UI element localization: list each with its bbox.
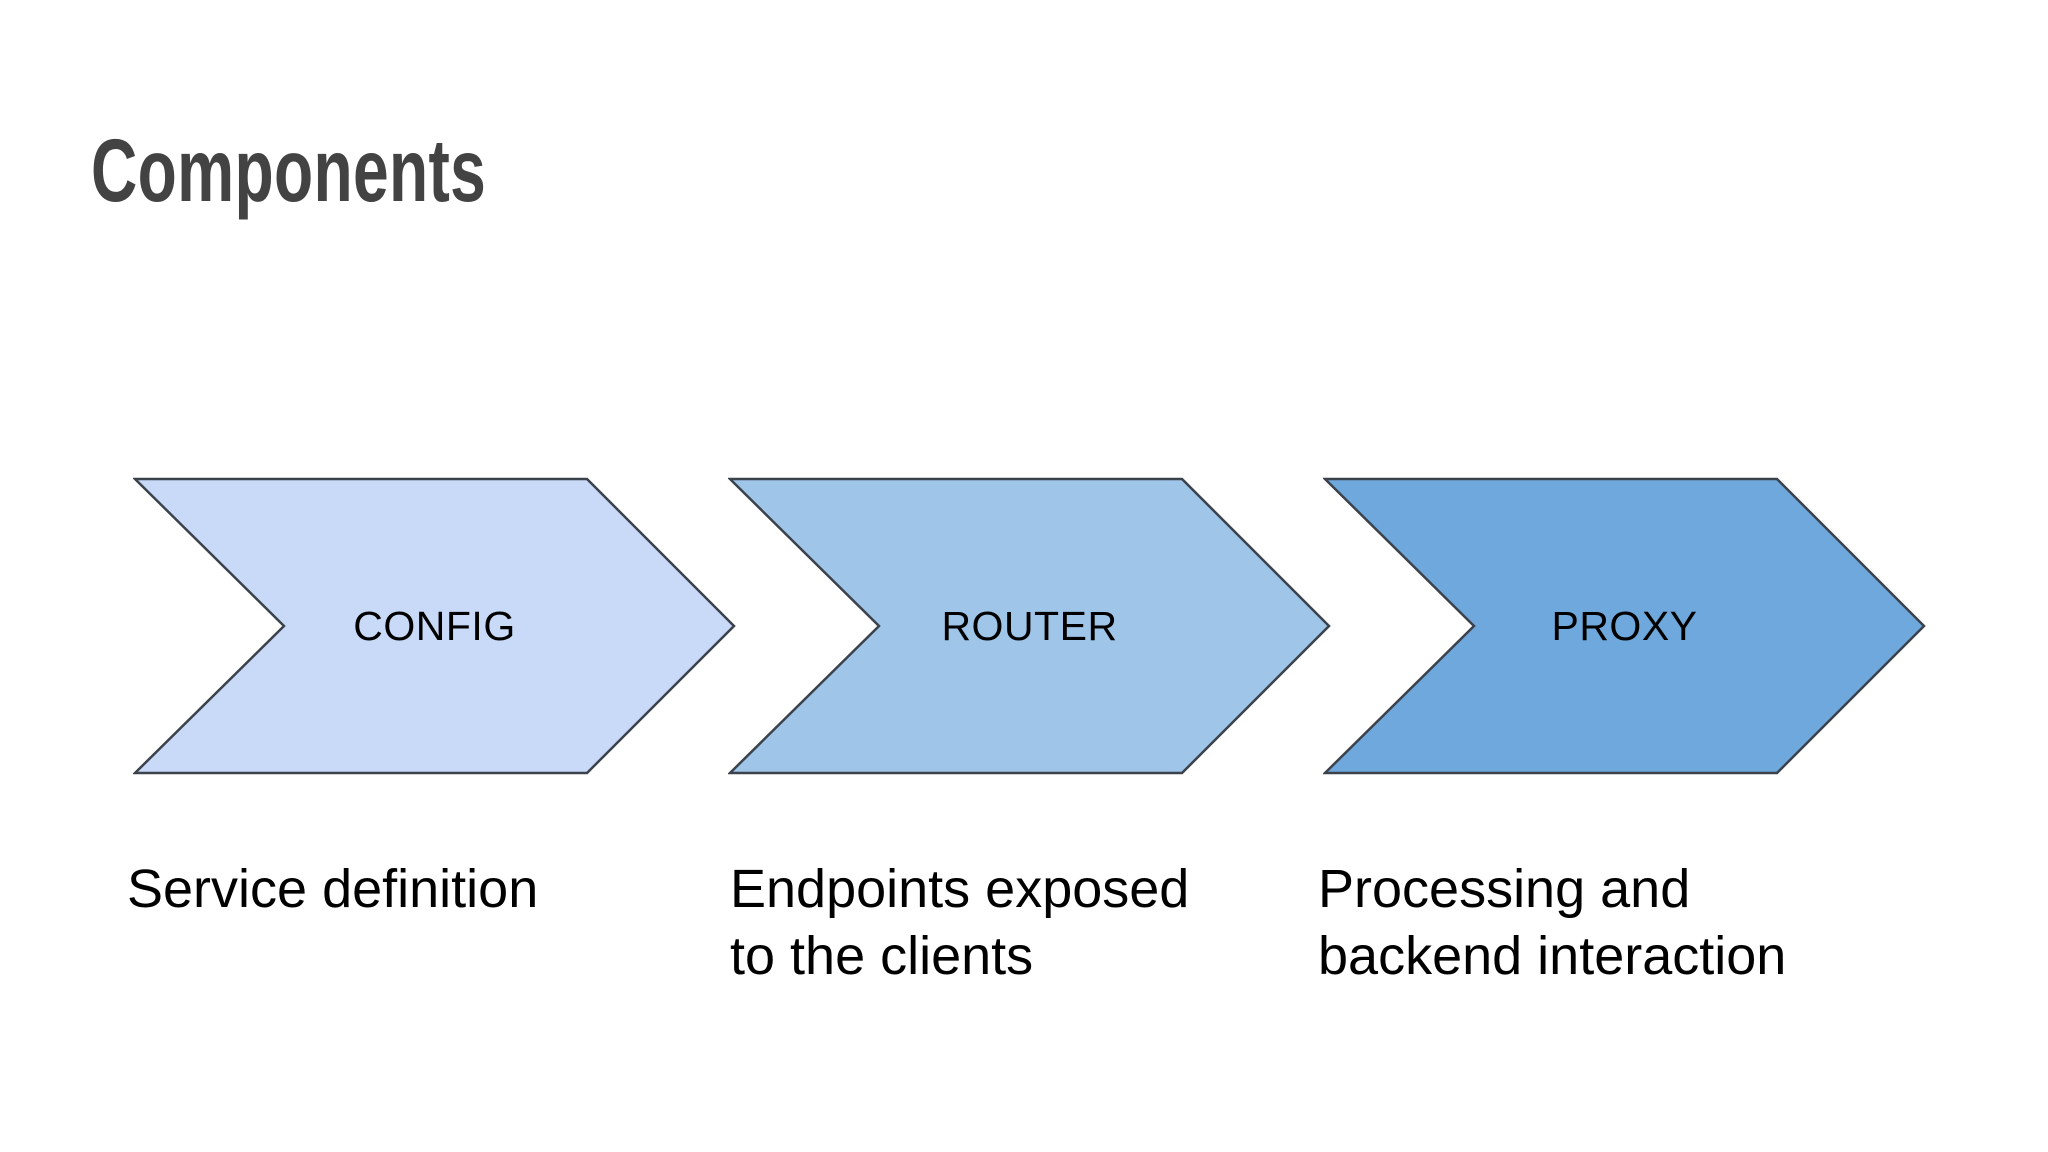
chevron-label-proxy: PROXY — [1551, 602, 1698, 649]
chevron-shape — [133, 477, 736, 775]
chevron-step-router[interactable]: ROUTER — [728, 477, 1331, 775]
chevron-polygon — [1323, 477, 1926, 775]
caption-proxy[interactable]: Processing and backend interaction — [1318, 859, 1787, 986]
caption-config[interactable]: Service definition — [127, 859, 539, 919]
chevron-polygon — [728, 477, 1331, 775]
caption-router[interactable]: Endpoints exposed to the clients — [730, 859, 1190, 986]
chevron-label-config: CONFIG — [353, 602, 516, 649]
chevron-label-router: ROUTER — [941, 602, 1118, 649]
chevron-polygon — [133, 477, 736, 775]
chevron-shape — [728, 477, 1331, 775]
chevron-step-proxy[interactable]: PROXY — [1323, 477, 1926, 775]
slide-title[interactable]: Components — [91, 120, 487, 220]
chevron-shape — [1323, 477, 1926, 775]
chevron-step-config[interactable]: CONFIG — [133, 477, 736, 775]
